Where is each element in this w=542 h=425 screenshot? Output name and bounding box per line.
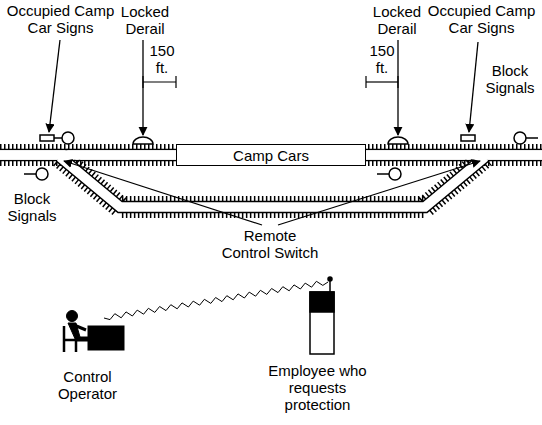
radio-handset [310,277,334,354]
dimension-lines [143,76,398,88]
label-text: 150 ft. [144,42,180,76]
block-signal [514,132,526,144]
label-text: Occupied Camp Car Signs [424,2,539,36]
block-signal [36,168,48,180]
camp-car-box: Camp Cars [176,144,366,166]
label-text: Block Signals [2,190,62,224]
label-text: Locked Derail [362,3,432,37]
derail [388,137,408,144]
label-text: Employee who requests protection [265,362,370,413]
camp-car-sign [461,135,475,141]
camp-car-sign [40,135,54,141]
block-signal [62,132,74,144]
label-text: 150 ft. [364,42,400,76]
control-operator-figure [64,311,124,353]
leader-lines [49,40,480,225]
label-text: Occupied Camp Car Signs [3,2,118,36]
derail [133,137,153,144]
label-text: Control Operator [50,368,125,402]
box-text: Camp Cars [227,147,315,164]
radio-link [104,281,328,319]
label-text: Locked Derail [110,3,180,37]
label-text: Remote Control Switch [220,227,320,261]
label-text: Block Signals [480,62,540,96]
block-signal [389,168,401,180]
